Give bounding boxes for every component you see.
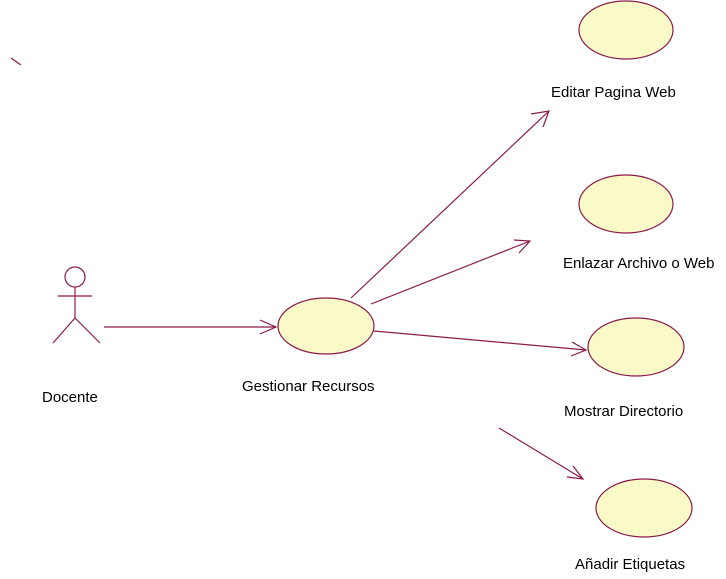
actor-head — [64, 266, 86, 288]
relation-to-anadir-etiquetas — [498, 427, 585, 480]
use-case-anadir-etiquetas-ellipse[interactable] — [595, 478, 693, 538]
actor-left-leg — [52, 317, 76, 344]
use-case-gestionar-recursos-label: Gestionar Recursos — [242, 378, 375, 395]
use-case-mostrar-directorio-label: Mostrar Directorio — [564, 403, 684, 420]
use-case-enlazar-archivo-label: Enlazar Archivo o Web — [563, 255, 715, 272]
association-docente-gestionar — [104, 319, 278, 335]
relation-gestionar-mostrar — [373, 330, 588, 357]
actor-docente-figure — [52, 266, 101, 344]
use-case-mostrar-directorio-ellipse[interactable] — [587, 317, 685, 377]
arrowhead — [570, 341, 588, 357]
actor-right-leg — [74, 317, 101, 344]
relation-gestionar-editar — [350, 110, 550, 299]
use-case-editar-pagina-web-ellipse[interactable] — [578, 0, 674, 60]
arrowhead — [513, 239, 532, 254]
use-case-anadir-etiquetas-label: Añadir Etiquetas — [575, 556, 686, 573]
use-case-editar-pagina-web-label: Editar Pagina Web — [551, 84, 676, 101]
use-case-gestionar-recursos-ellipse[interactable] — [277, 297, 375, 355]
arrowhead — [566, 465, 585, 480]
arrowhead — [259, 319, 278, 335]
actor-docente-label: Docente — [42, 389, 98, 406]
use-case-enlazar-archivo-ellipse[interactable] — [578, 174, 674, 234]
stray-tick-mark — [10, 57, 22, 66]
arrowhead — [530, 110, 550, 128]
relation-gestionar-enlazar — [370, 239, 532, 305]
